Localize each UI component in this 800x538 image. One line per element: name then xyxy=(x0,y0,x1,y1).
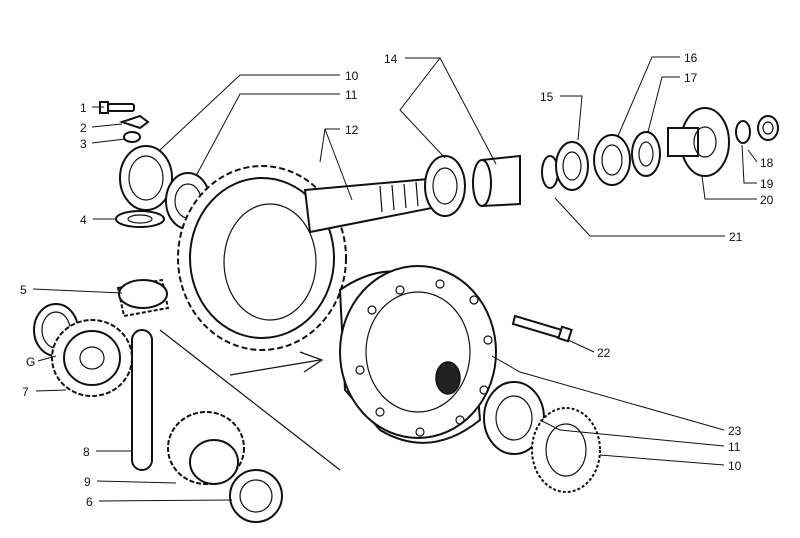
callout-19: 19 xyxy=(760,177,774,191)
callout-10-upper: 10 xyxy=(345,69,359,83)
callout-14: 14 xyxy=(384,52,398,66)
callout-11-upper: 11 xyxy=(345,88,358,102)
callout-2: 2 xyxy=(80,121,87,135)
pinion-bearing-part-15 xyxy=(555,141,589,191)
lock-tab-part-2 xyxy=(118,114,150,130)
callout-12: 12 xyxy=(345,123,359,137)
crown-wheel-part-12 xyxy=(177,165,347,351)
adjuster-ring-part-4 xyxy=(115,210,165,228)
callout-16: 16 xyxy=(684,51,698,65)
callout-labels: 1 2 3 4 5 G 7 8 9 6 10 11 12 14 15 16 17… xyxy=(20,51,774,509)
callout-22: 22 xyxy=(597,346,611,360)
thrust-washer-part-6-lower xyxy=(229,469,283,523)
callout-6-upper: G xyxy=(26,355,35,369)
bearing-cup-part-10-left xyxy=(119,145,173,211)
bearing-cup-part-16 xyxy=(593,134,631,186)
bearing-cup-part-10-right xyxy=(531,407,601,493)
planet-gear-part-7 xyxy=(51,319,133,397)
collapsible-spacer-part-14 xyxy=(472,154,521,208)
callout-20: 20 xyxy=(760,193,774,207)
washer-part-3 xyxy=(123,131,141,143)
callout-3: 3 xyxy=(80,137,87,151)
drive-flange-part-20 xyxy=(667,107,730,177)
side-gear-part-5 xyxy=(116,278,170,318)
oil-seal-part-17 xyxy=(631,131,661,177)
callout-21: 21 xyxy=(729,230,743,244)
bolt-part-1 xyxy=(99,101,135,114)
assembly-arrow xyxy=(159,329,341,471)
side-gear-part-9 xyxy=(167,411,245,485)
callout-17: 17 xyxy=(684,71,698,85)
bolt-part-22 xyxy=(511,314,573,343)
pinion-bearing-part-14 xyxy=(424,155,466,217)
callout-8: 8 xyxy=(83,445,90,459)
pinion-shaft-part-12 xyxy=(303,176,444,234)
callout-7: 7 xyxy=(22,385,29,399)
nut-part-18 xyxy=(757,115,779,141)
callout-15: 15 xyxy=(540,90,554,104)
callout-18: 18 xyxy=(760,156,774,170)
callout-5: 5 xyxy=(20,283,27,297)
callout-10-lower: 10 xyxy=(728,459,742,473)
differential-case-part-23 xyxy=(338,265,497,444)
callout-4: 4 xyxy=(80,213,87,227)
callout-23: 23 xyxy=(728,424,742,438)
callout-1: 1 xyxy=(80,101,87,115)
roller-bearing-part-11-right xyxy=(483,381,545,455)
washer-part-19 xyxy=(735,120,751,144)
cross-pin-part-8 xyxy=(131,329,153,471)
callout-9: 9 xyxy=(84,475,91,489)
callout-6-lower: 6 xyxy=(86,495,93,509)
callout-11-lower: 11 xyxy=(728,440,741,454)
leader-lines xyxy=(32,56,758,502)
